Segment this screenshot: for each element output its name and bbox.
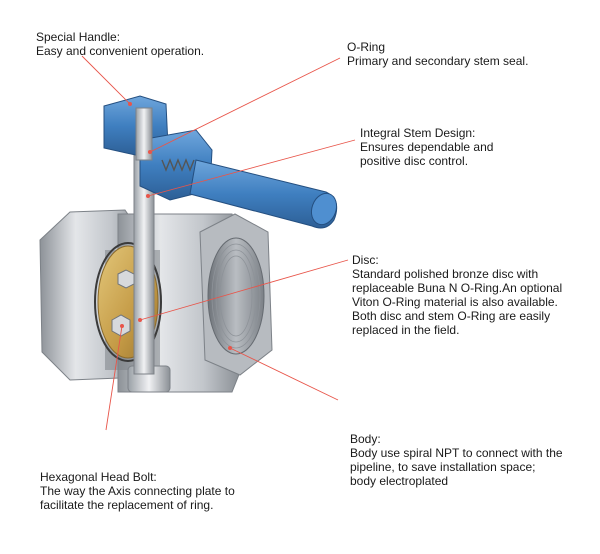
callout-title: O-Ring (347, 40, 386, 54)
leader-dots (120, 102, 232, 350)
leader-stem (147, 139, 356, 197)
callout-text: body electroplated (350, 474, 449, 488)
callout-integral-stem: Integral Stem Design: Ensures dependable… (360, 126, 493, 168)
leader-handle (81, 55, 131, 105)
stem-top (135, 107, 153, 161)
callout-o-ring: O-Ring Primary and secondary stem seal. (347, 40, 528, 68)
callout-special-handle: Special Handle: Easy and convenient oper… (36, 30, 204, 58)
callout-text: Standard polished bronze disc with (352, 267, 539, 281)
leader-body (229, 347, 339, 401)
callout-title: Hexagonal Head Bolt: (40, 470, 157, 484)
callout-text: Viton O-Ring material is also available. (352, 295, 558, 309)
leader-disc (139, 259, 349, 321)
handle-spring (161, 158, 195, 172)
callout-text: Easy and convenient operation. (36, 44, 205, 58)
hex-head-bolt-upper (117, 269, 135, 289)
callout-disc: Disc: Standard polished bronze disc with… (352, 253, 562, 337)
special-handle (103, 95, 338, 229)
callout-title: Special Handle: (36, 30, 121, 44)
leader-oring (149, 57, 341, 153)
body-threaded-bore (207, 237, 265, 355)
callout-hexagonal-head-bolt: Hexagonal Head Bolt: The way the Axis co… (40, 470, 235, 512)
callout-text: positive disc control. (360, 154, 469, 168)
callout-text: pipeline, to save installation space; (350, 460, 536, 474)
callout-title: Body: (350, 432, 381, 446)
callout-title: Disc: (352, 253, 379, 267)
callout-text: facilitate the replacement of ring. (40, 498, 214, 512)
callout-text: Body use spiral NPT to connect with the (350, 446, 563, 460)
leader-lines (81, 55, 356, 431)
callout-title: Integral Stem Design: (360, 126, 476, 140)
handle-lever-end (310, 192, 338, 226)
callout-text: The way the Axis connecting plate to (40, 484, 235, 498)
bore-threads (211, 243, 261, 349)
callout-text: Both disc and stem O-Ring are easily (352, 309, 551, 323)
callout-text: Ensures dependable and (360, 140, 494, 154)
callout-text: Primary and secondary stem seal. (347, 54, 529, 68)
disc-oring (94, 242, 162, 362)
callout-body: Body: Body use spiral NPT to connect wit… (350, 432, 563, 488)
callout-text: replaceable Buna N O-Ring.An optional (352, 281, 563, 295)
callout-text: replaced in the field. (352, 323, 460, 337)
leader-bolt (105, 325, 123, 431)
